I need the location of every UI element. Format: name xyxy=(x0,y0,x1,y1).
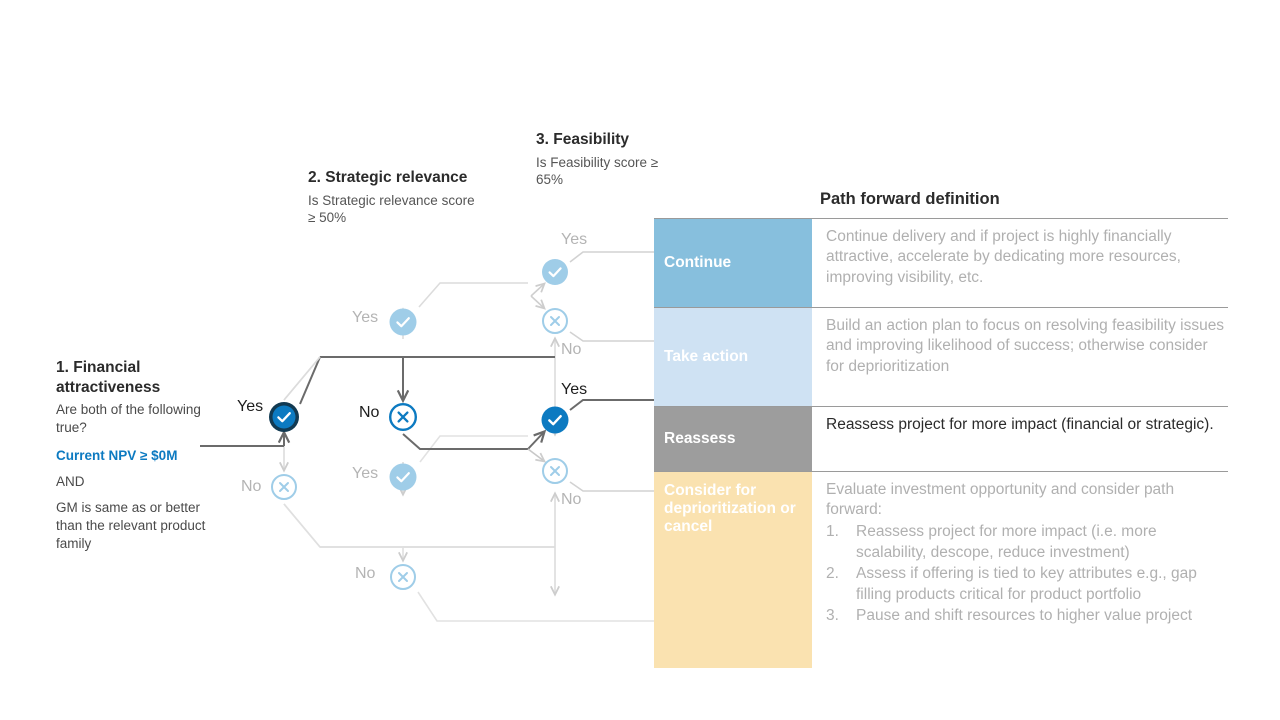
node-stage3-yes-lower[interactable] xyxy=(541,406,569,434)
stage-title: 2. Strategic relevance xyxy=(308,169,468,186)
outcome-option-list: 1. Reassess project for more impact (i.e… xyxy=(826,522,1228,627)
stage-header-strategic-relevance: 2. Strategic relevance Is Strategic rele… xyxy=(308,168,483,227)
list-item-text: Pause and shift resources to higher valu… xyxy=(856,607,1193,625)
stage-question: Is Strategic relevance score ≥ 50% xyxy=(308,192,475,226)
stage-header-financial-attractiveness: 1. Financial attractiveness Are both of … xyxy=(56,358,206,553)
edge-label-stage3-no-upper: No xyxy=(561,341,582,358)
description-text: Reassess project for more impact (financ… xyxy=(826,415,1214,433)
outcome-description-consider-for-deprioritization-or-cancel: Evaluate investment opportunity and cons… xyxy=(812,472,1228,668)
node-stage3-no-upper[interactable] xyxy=(542,308,568,334)
stage-title: 1. Financial attractiveness xyxy=(56,359,161,396)
edge-label-stage3-yes-lower: Yes xyxy=(561,381,588,398)
node-stage3-yes-upper[interactable] xyxy=(542,259,568,285)
edge-label-stage3-yes-upper: Yes xyxy=(561,231,588,248)
list-item-text: Reassess project for more impact (i.e. m… xyxy=(856,523,1157,561)
table-row-take-action[interactable]: Take action Build an action plan to focu… xyxy=(654,306,1228,406)
node-stage2-yes-lower[interactable] xyxy=(389,463,417,491)
outcome-chip-take-action: Take action xyxy=(654,307,812,406)
table-row-reassess[interactable]: Reassess Reassess project for more impac… xyxy=(654,405,1228,471)
list-item-text: Assess if offering is tied to key attrib… xyxy=(856,565,1197,603)
edge-label-stage1-yes: Yes xyxy=(237,398,264,415)
node-stage1-no[interactable] xyxy=(271,474,297,500)
outcome-chip-continue: Continue xyxy=(654,218,812,307)
outcome-description-continue: Continue delivery and if project is high… xyxy=(812,219,1228,307)
criterion-gross-margin: GM is same as or better than the relevan… xyxy=(56,499,206,551)
node-stage1-yes[interactable] xyxy=(269,402,299,432)
edge-label-stage2-no-upper: No xyxy=(359,404,380,421)
list-item: 3. Pause and shift resources to higher v… xyxy=(826,606,1228,627)
edge-label-stage2-no-lower: No xyxy=(355,565,376,582)
description-text: Evaluate investment opportunity and cons… xyxy=(826,480,1175,519)
table-title: Path forward definition xyxy=(820,190,1000,208)
path-forward-table: Path forward definition Continue Continu… xyxy=(654,190,1228,668)
list-item-number: 2. xyxy=(826,565,839,583)
criterion-conjunction: AND xyxy=(56,473,85,489)
node-stage2-no-lower[interactable] xyxy=(390,564,416,590)
table-row-consider-for-deprioritization-or-cancel[interactable]: Consider for deprioritization or cancel … xyxy=(654,470,1228,668)
criterion-npv: Current NPV ≥ $0M xyxy=(56,447,178,463)
list-item-number: 3. xyxy=(826,607,839,625)
edge-label-stage2-yes-lower: Yes xyxy=(352,465,379,482)
description-text: Continue delivery and if project is high… xyxy=(826,227,1181,287)
outcome-description-reassess: Reassess project for more impact (financ… xyxy=(812,407,1228,471)
outcome-chip-reassess: Reassess xyxy=(654,406,812,471)
decision-tree-graphic xyxy=(200,251,654,622)
edge-label-stage3-no-lower: No xyxy=(561,491,582,508)
table-row-continue[interactable]: Continue Continue delivery and if projec… xyxy=(654,217,1228,307)
stage-question: Is Feasibility score ≥ 65% xyxy=(536,154,659,188)
list-item: 1. Reassess project for more impact (i.e… xyxy=(826,522,1228,563)
list-item-number: 1. xyxy=(826,523,839,541)
list-item: 2. Assess if offering is tied to key att… xyxy=(826,564,1228,605)
edge-label-stage1-no: No xyxy=(241,478,262,495)
outcome-description-take-action: Build an action plan to focus on resolvi… xyxy=(812,308,1228,406)
edge-label-stage2-yes-upper: Yes xyxy=(352,309,379,326)
node-stage3-no-lower[interactable] xyxy=(542,458,568,484)
stage-header-feasibility: 3. Feasibility Is Feasibility score ≥ 65… xyxy=(536,130,676,189)
stage-title: 3. Feasibility xyxy=(536,131,630,148)
node-stage2-yes-upper[interactable] xyxy=(389,308,417,336)
outcome-chip-consider-for-deprioritization-or-cancel: Consider for deprioritization or cancel xyxy=(654,471,812,668)
stage-question: Are both of the following true? xyxy=(56,402,201,435)
description-text: Build an action plan to focus on resolvi… xyxy=(826,316,1225,376)
node-stage2-no-upper[interactable] xyxy=(389,403,418,432)
